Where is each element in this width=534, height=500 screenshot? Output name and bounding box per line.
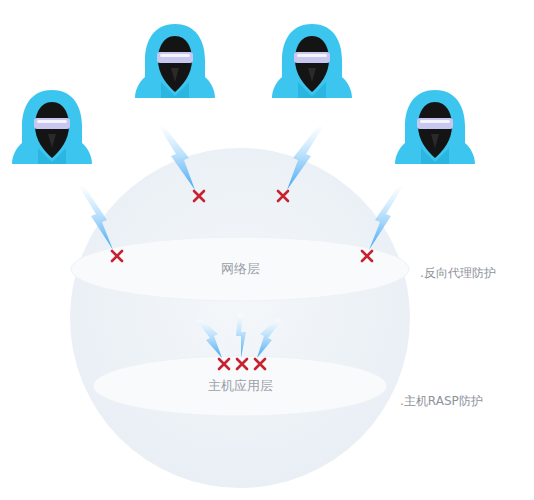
lightning-bolt <box>257 319 282 358</box>
lightning-bolt <box>196 319 222 358</box>
lightning-bolt <box>287 125 324 190</box>
blocked-mark <box>194 191 204 201</box>
layer-name: 主机应用层 <box>208 377 273 395</box>
blocked-mark <box>278 191 288 201</box>
lightning-bolt <box>369 185 404 250</box>
blocked-mark <box>362 251 372 261</box>
blocked-mark <box>219 359 229 369</box>
layer-band: 网络层 <box>70 236 410 302</box>
blocked-mark <box>255 359 265 369</box>
hacker-figure <box>135 24 215 98</box>
blocked-mark <box>112 251 122 261</box>
hacker-figure <box>272 24 352 98</box>
layer-band: 主机应用层 <box>92 355 388 417</box>
hacker-figure <box>395 90 475 164</box>
lightning-bolt <box>158 125 195 190</box>
blocked-mark <box>237 359 247 369</box>
hacker-figure <box>12 90 92 164</box>
layer-name: 网络层 <box>221 260 260 278</box>
band-ellipse <box>71 237 409 301</box>
band-ellipse <box>93 356 387 416</box>
sphere <box>70 148 410 488</box>
lightning-bolt <box>236 314 246 358</box>
protection-label: .主机RASP防护 <box>400 393 483 410</box>
protection-label: .反向代理防护 <box>420 265 496 282</box>
lightning-bolt <box>78 185 113 250</box>
